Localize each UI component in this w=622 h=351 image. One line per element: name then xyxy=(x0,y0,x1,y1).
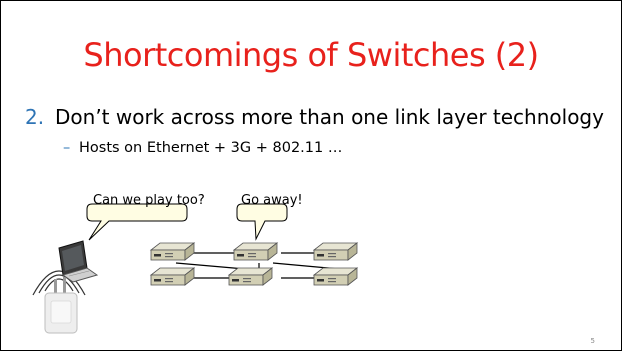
laptop-icon xyxy=(58,240,99,283)
slide-title: Shortcomings of Switches (2) xyxy=(83,36,539,74)
switch-callout-text: Go away! xyxy=(241,193,303,208)
switch-icon xyxy=(149,267,196,286)
switch-icon xyxy=(227,267,274,286)
switch-icon xyxy=(312,242,359,261)
sub-bullet-text: Hosts on Ethernet + 3G + 802.11 … xyxy=(79,140,343,156)
switch-callout-bubble xyxy=(236,203,288,241)
bullet-item: 2. Don’t work across more than one link l… xyxy=(25,105,615,129)
wifi-access-point-icon xyxy=(32,270,86,334)
switch-icon xyxy=(232,242,279,261)
switch-icon xyxy=(149,242,196,261)
laptop-callout-text: Can we play too? xyxy=(93,193,205,208)
bullet-number: 2. xyxy=(25,105,45,129)
switch-icon xyxy=(312,267,359,286)
network-diagram xyxy=(32,203,359,334)
sub-bullet-item: –Hosts on Ethernet + 3G + 802.11 … xyxy=(63,139,603,157)
bullet-text: Don’t work across more than one link lay… xyxy=(55,105,604,129)
sub-bullet-dash: – xyxy=(63,140,71,156)
page-number: 5 xyxy=(590,337,595,345)
laptop-callout-bubble xyxy=(86,203,188,241)
